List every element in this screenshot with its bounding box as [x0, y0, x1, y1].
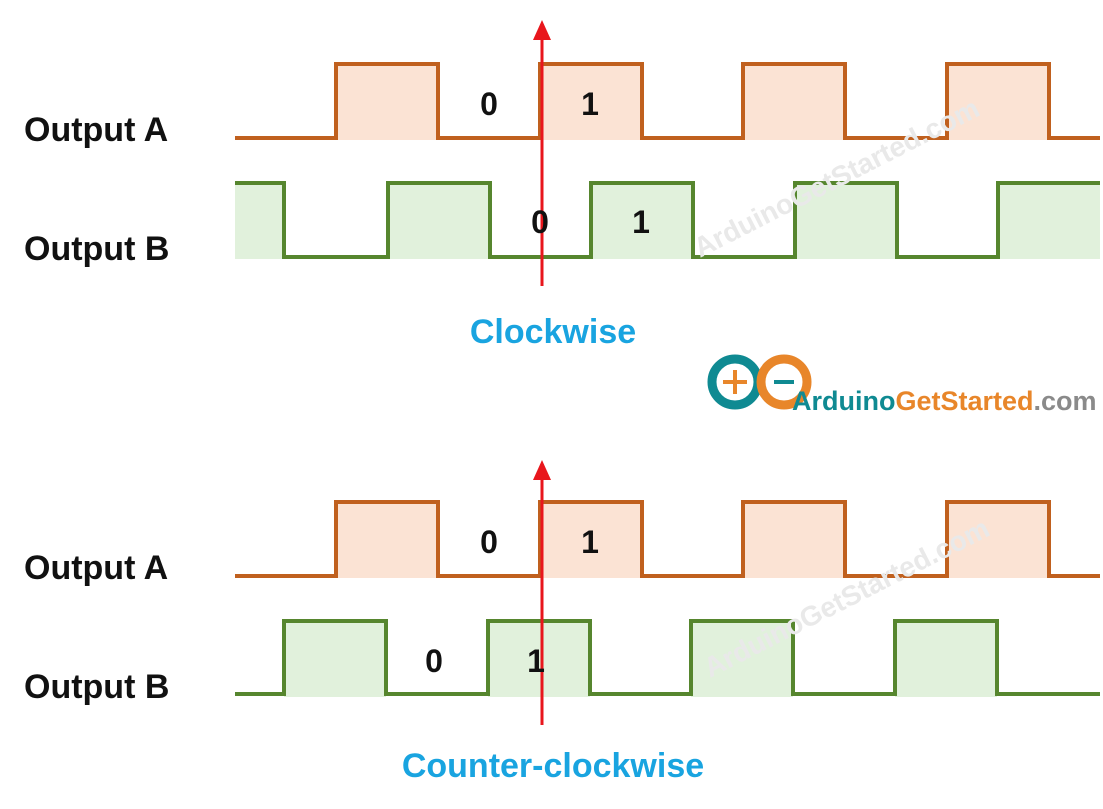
cw-a-level-before: 0	[480, 86, 498, 122]
cw-b-level-after: 1	[632, 204, 650, 240]
cw-marker-arrowhead	[533, 20, 551, 40]
cw-output-a-waveform	[235, 62, 1100, 140]
ccw-output-b-label: Output B	[24, 668, 169, 706]
ccw-output-a-label: Output A	[24, 549, 168, 587]
ccw-output-a-waveform	[235, 500, 1100, 578]
ccw-caption: Counter-clockwise	[402, 747, 704, 785]
ccw-b-level-before: 0	[425, 643, 443, 679]
ccw-a-level-before: 0	[480, 524, 498, 560]
ccw-marker-arrowhead	[533, 460, 551, 480]
logo-text-getstarted: GetStarted	[895, 386, 1033, 416]
arduino-infinity-icon	[707, 354, 812, 410]
cw-b-level-before: 0	[531, 204, 549, 240]
logo-text: ArduinoGetStarted.com	[792, 386, 1097, 416]
logo-text-arduino: Arduino	[792, 386, 895, 416]
cw-output-b-waveform	[235, 181, 1100, 259]
ccw-a-level-after: 1	[581, 524, 599, 560]
cw-a-level-after: 1	[581, 86, 599, 122]
cw-caption: Clockwise	[470, 313, 636, 351]
clockwise-diagram: Output A Output B 0 1 0 1 Clockwise Ardu…	[24, 20, 1100, 351]
cw-output-a-label: Output A	[24, 111, 168, 149]
ccw-output-b-fill	[284, 621, 997, 697]
cw-output-b-fill	[235, 183, 1100, 259]
counter-clockwise-diagram: Output A Output B 0 1 0 1 Counter-clockw…	[24, 460, 1100, 785]
ccw-b-level-after: 1	[527, 643, 545, 679]
cw-output-b-label: Output B	[24, 230, 169, 268]
ccw-output-b-waveform	[235, 619, 1100, 696]
logo-text-com: .com	[1034, 386, 1097, 416]
cw-output-a-fill	[336, 64, 1049, 140]
arduino-get-started-logo: ArduinoGetStarted.com	[707, 354, 1097, 416]
ccw-output-a-fill	[336, 502, 1049, 578]
